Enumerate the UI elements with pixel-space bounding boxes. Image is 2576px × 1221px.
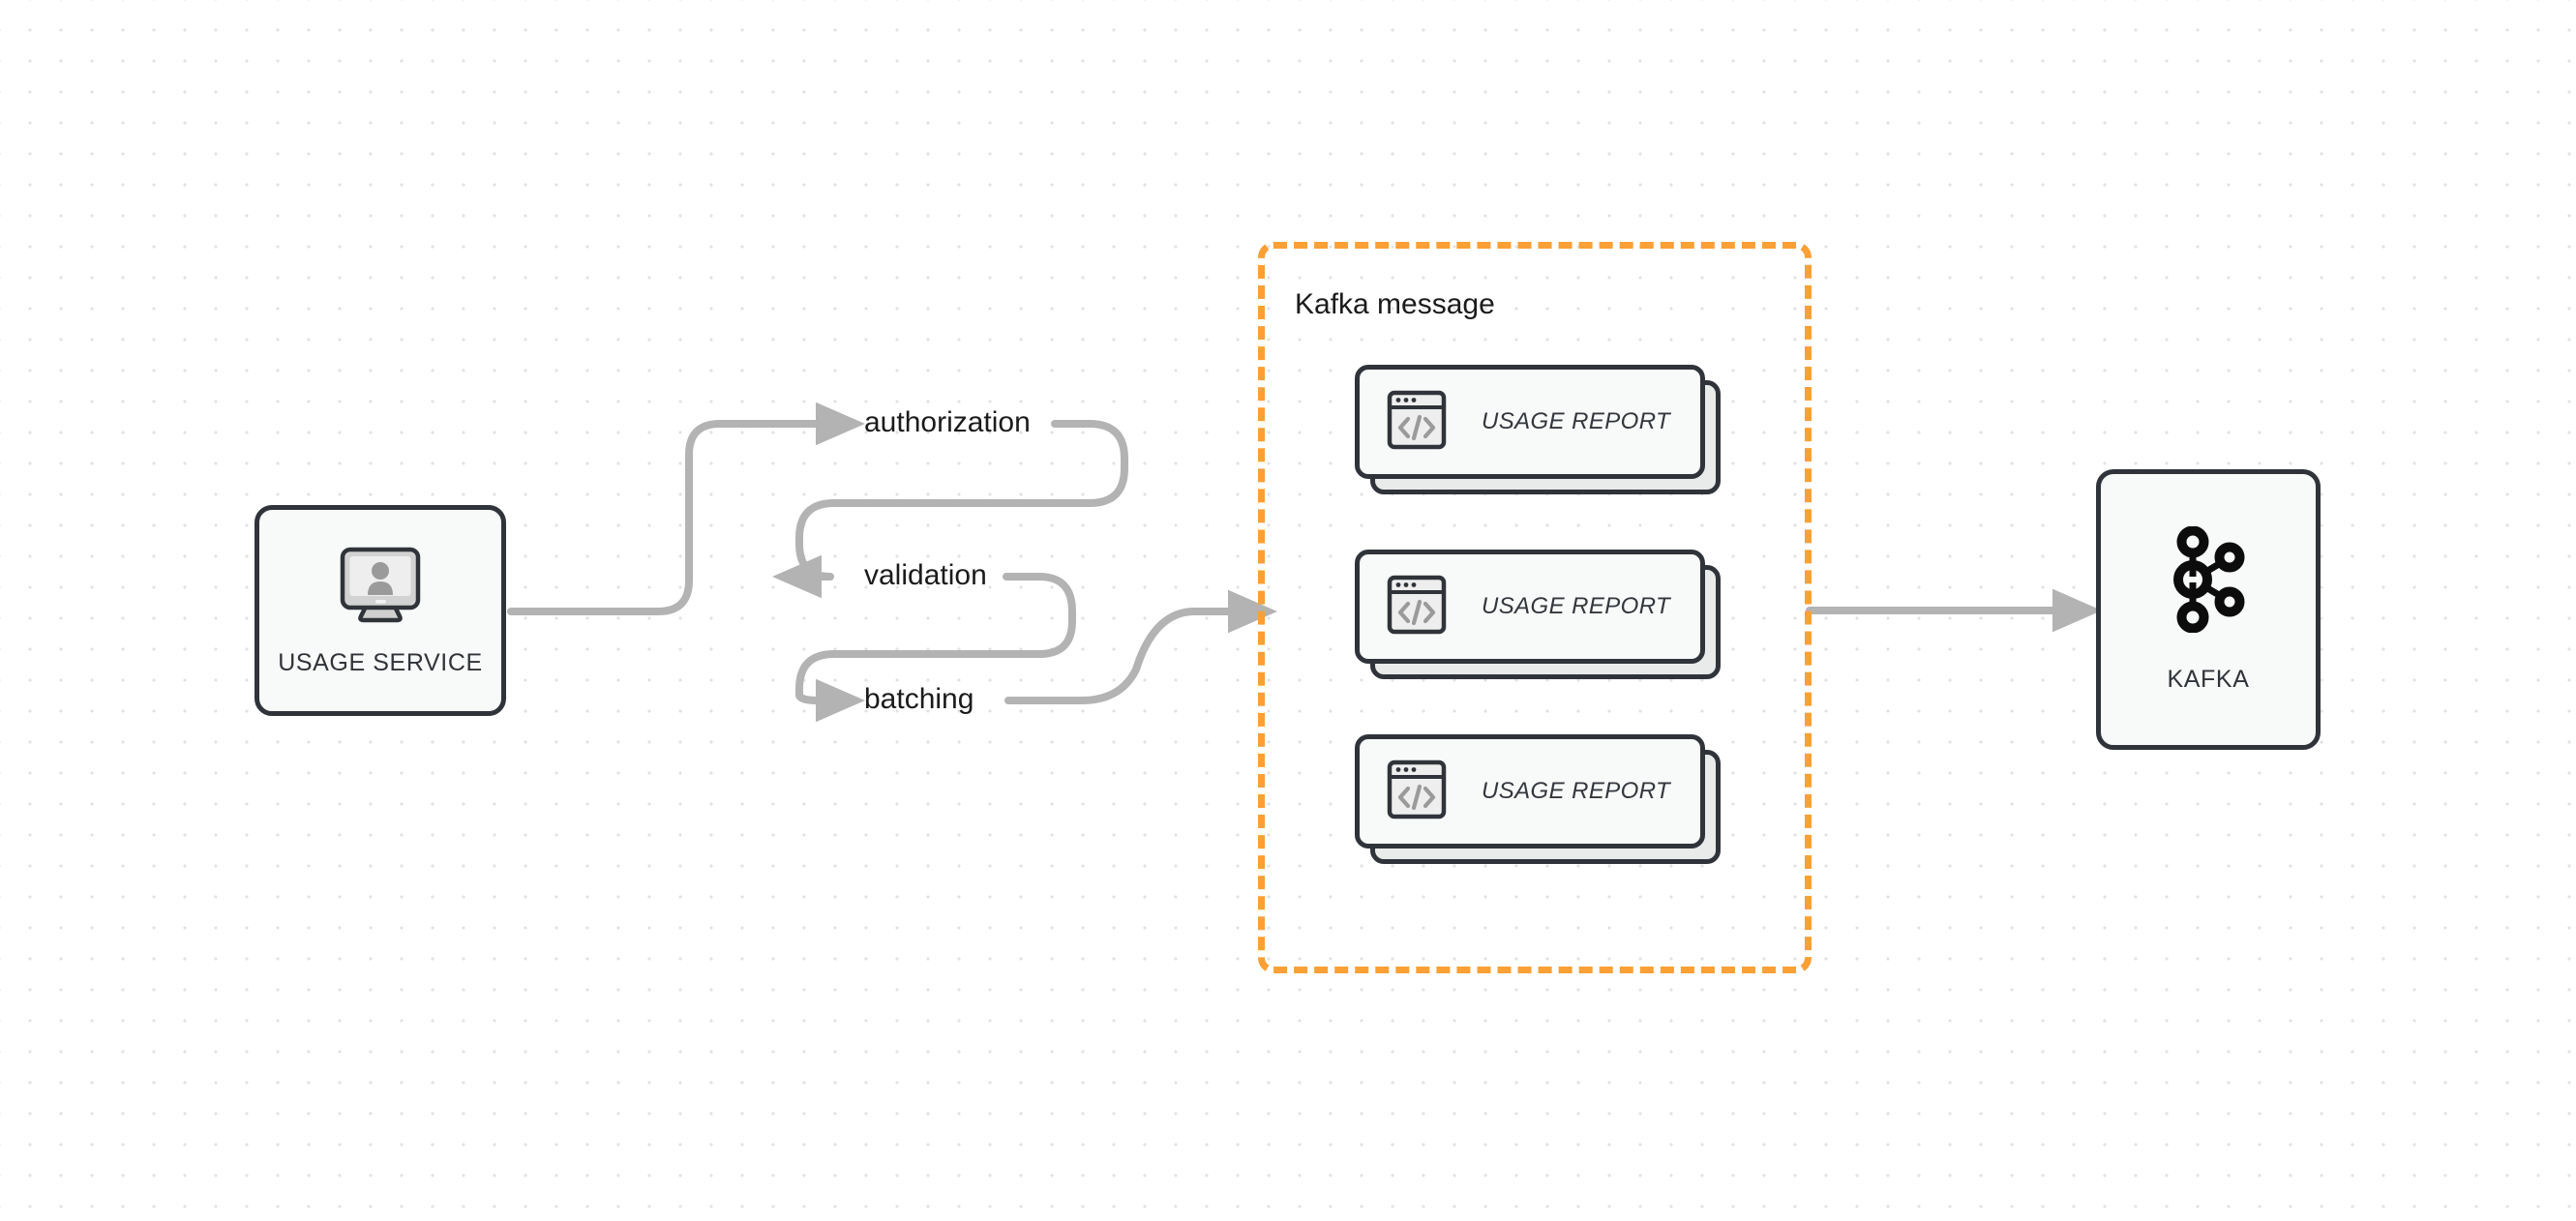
connector-batching-to-kafka-message (1004, 589, 1277, 704)
usage-report-card-label: USAGE REPORT (1482, 593, 1671, 619)
code-window-icon (1387, 759, 1447, 824)
usage-report-card[interactable]: USAGE REPORT (1355, 365, 1721, 494)
monitor-user-icon (336, 545, 425, 628)
connector-validation-to-batching (795, 573, 1076, 723)
usage-report-card-label: USAGE REPORT (1482, 408, 1671, 434)
node-usage-service-label: USAGE SERVICE (278, 648, 483, 676)
pipeline-step-batching[interactable]: batching (864, 683, 974, 715)
usage-report-card-front[interactable]: USAGE REPORT (1355, 365, 1705, 479)
pipeline-step-validation[interactable]: validation (864, 559, 987, 591)
usage-report-card[interactable]: USAGE REPORT (1355, 734, 1721, 864)
usage-report-card[interactable]: USAGE REPORT (1355, 550, 1721, 679)
node-kafka[interactable]: KAFKA (2096, 469, 2321, 750)
usage-report-card-front[interactable]: USAGE REPORT (1355, 550, 1705, 664)
connector-authorization-to-validation (772, 420, 1128, 599)
kafka-logo-icon (2168, 525, 2249, 633)
group-kafka-message-title: Kafka message (1295, 288, 1495, 320)
code-window-icon (1387, 575, 1447, 640)
usage-report-card-front[interactable]: USAGE REPORT (1355, 734, 1705, 849)
pipeline-step-authorization[interactable]: authorization (864, 406, 1031, 438)
group-kafka-message[interactable] (1258, 242, 1812, 973)
connector-usage-service-to-authorization (507, 402, 865, 615)
node-usage-service[interactable]: USAGE SERVICE (255, 505, 506, 716)
code-window-icon (1387, 390, 1447, 455)
usage-report-card-label: USAGE REPORT (1482, 778, 1671, 804)
node-kafka-label: KAFKA (2167, 665, 2250, 693)
